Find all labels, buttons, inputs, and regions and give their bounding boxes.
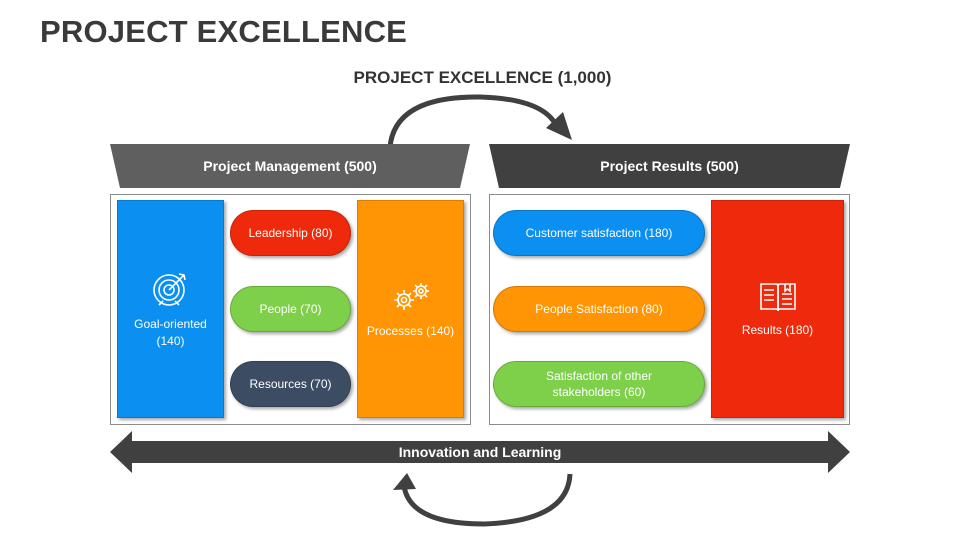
customer-satisfaction-pill: Customer satisfaction (180) bbox=[493, 210, 705, 256]
leadership-pill: Leadership (80) bbox=[230, 210, 351, 256]
top-cycle-arrow bbox=[387, 94, 561, 148]
innovation-bar-shape bbox=[110, 431, 850, 473]
bottom-arrowhead bbox=[393, 473, 416, 490]
resources-pill: Resources (70) bbox=[230, 361, 351, 407]
processes-label: Processes (140) bbox=[366, 323, 455, 338]
top-label: PROJECT EXCELLENCE (1,000) bbox=[353, 68, 612, 87]
bottom-cycle-arrow bbox=[401, 473, 573, 527]
right-header: Project Results (500) bbox=[600, 158, 739, 174]
people-satisfaction-pill: People Satisfaction (80) bbox=[493, 286, 705, 332]
goal-oriented-label: Goal-oriented (140) bbox=[134, 317, 207, 348]
target-icon bbox=[151, 268, 191, 308]
other-stakeholders-pill: Satisfaction of other stakeholders (60) bbox=[493, 361, 705, 407]
results-label: Results (180) bbox=[741, 322, 814, 337]
page-title: PROJECT EXCELLENCE bbox=[40, 14, 408, 49]
goal-oriented-box: Goal-oriented (140) bbox=[117, 200, 224, 418]
processes-box: Processes (140) bbox=[357, 200, 464, 418]
left-header-shape bbox=[110, 144, 470, 188]
left-header: Project Management (500) bbox=[203, 158, 377, 174]
gears-icon bbox=[387, 279, 435, 315]
right-header-shape bbox=[489, 144, 850, 188]
people-pill: People (70) bbox=[230, 286, 351, 332]
book-icon bbox=[758, 280, 798, 314]
top-arrowhead bbox=[546, 112, 572, 140]
innovation-learning-label: Innovation and Learning bbox=[398, 444, 562, 460]
results-box: Results (180) bbox=[711, 200, 844, 418]
